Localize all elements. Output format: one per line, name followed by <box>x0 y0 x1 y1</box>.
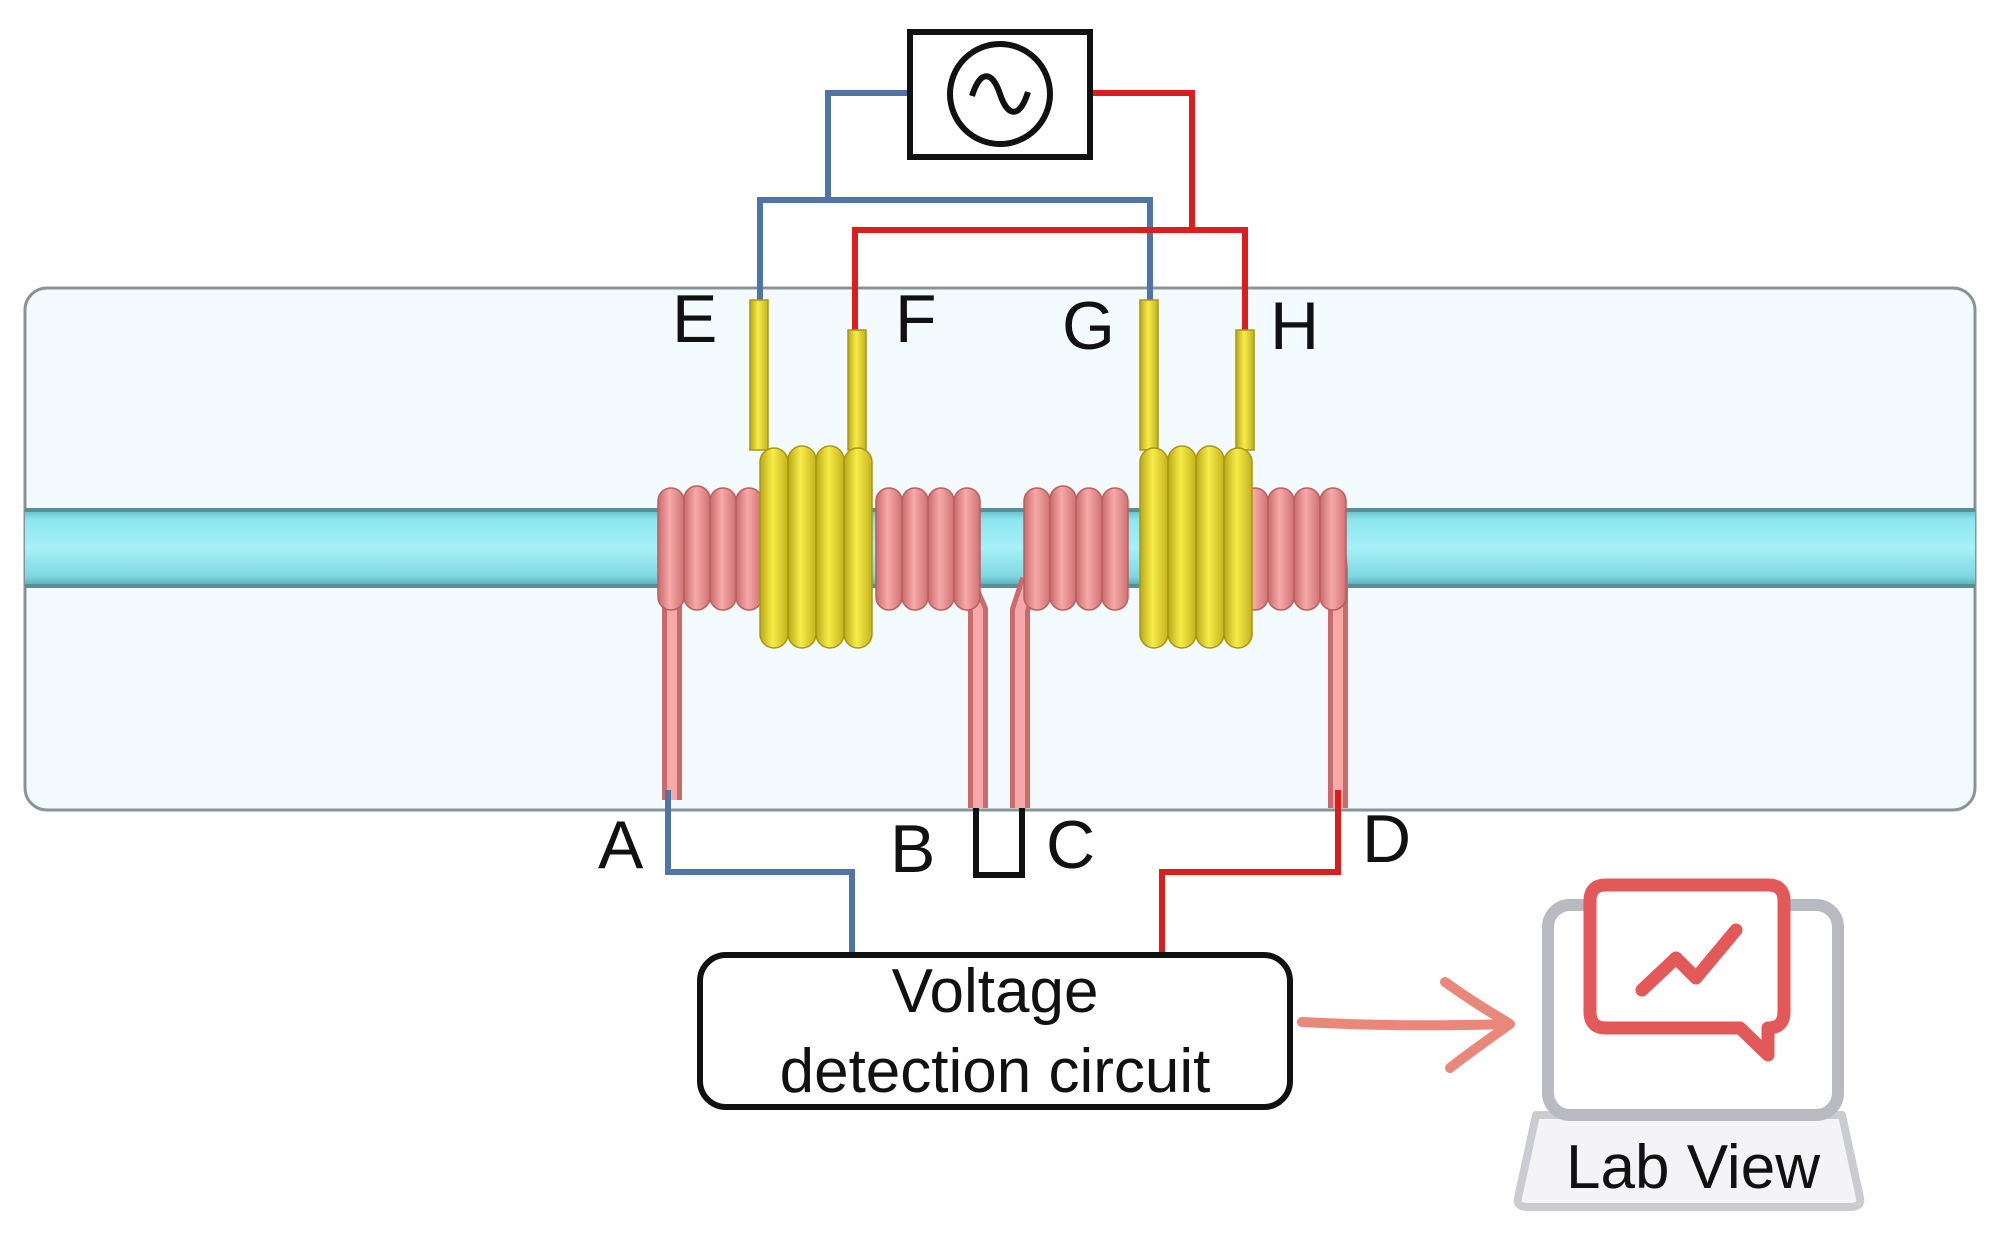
terminal-label-e: E <box>672 281 717 357</box>
ac-source-icon <box>907 29 1093 160</box>
source-wire-blue <box>757 90 1153 300</box>
terminal-label-d: D <box>1362 801 1411 877</box>
terminal-label-b: B <box>890 811 935 887</box>
detection-box-line1: Voltage <box>892 957 1099 1026</box>
source-wire-red <box>852 90 1248 330</box>
terminal-label-g: G <box>1062 288 1115 364</box>
voltage-detection-box: Voltage detection circuit <box>697 952 1293 1110</box>
arrow-right-icon <box>1297 977 1515 1073</box>
terminal-label-c: C <box>1046 807 1095 883</box>
terminal-label-h: H <box>1270 288 1319 364</box>
rod <box>25 508 1975 588</box>
detect-wire-blue <box>665 790 855 955</box>
detect-wire-red <box>1159 790 1341 955</box>
detection-box-line2: detection circuit <box>780 1037 1211 1106</box>
bc-jumper <box>973 808 1025 878</box>
left-coil <box>657 299 988 808</box>
lab-view-label: Lab View <box>1566 1133 1820 1202</box>
computer-chart-icon: Lab View <box>1513 878 1865 1211</box>
right-coil <box>1010 299 1348 808</box>
terminal-label-a: A <box>598 807 644 883</box>
terminal-label-f: F <box>895 281 937 357</box>
